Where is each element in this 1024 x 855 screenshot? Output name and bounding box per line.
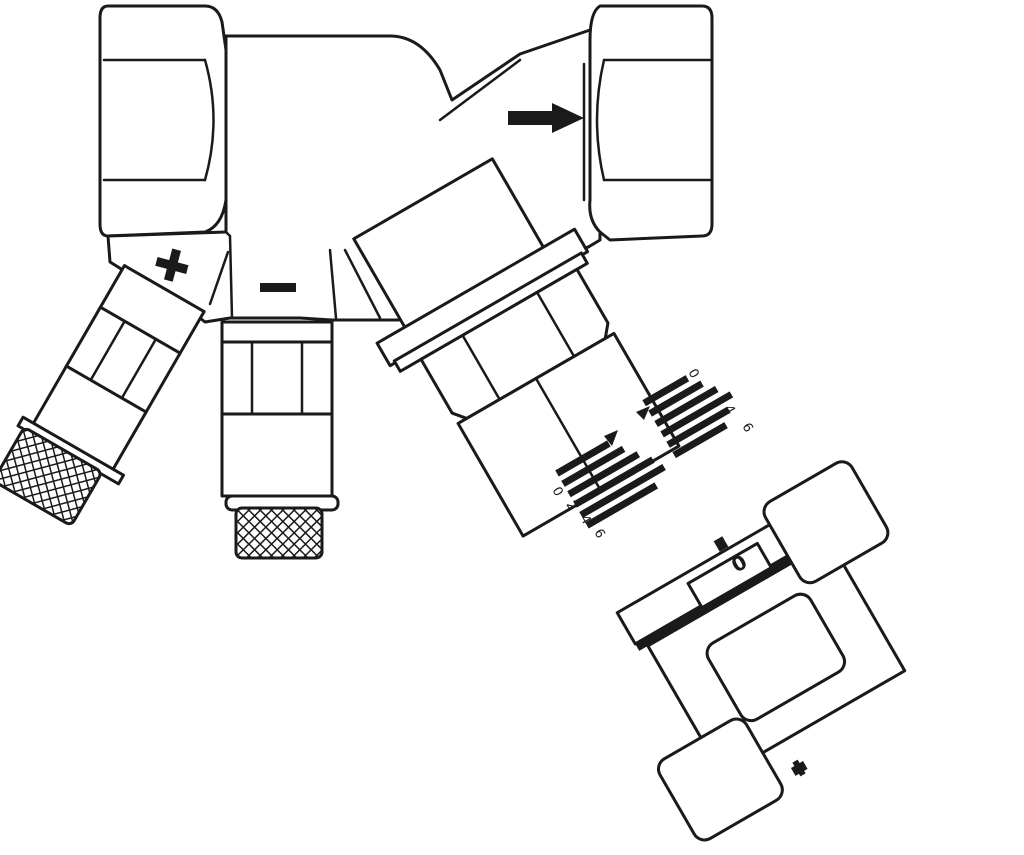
plus-symbol-icon bbox=[155, 248, 189, 282]
minus-symbol-icon bbox=[260, 283, 296, 292]
scale-right-ticks bbox=[642, 375, 734, 459]
bonnet-assembly bbox=[352, 157, 681, 538]
plus-test-port bbox=[0, 264, 206, 526]
scale-right-label-6: 6 bbox=[739, 421, 756, 436]
minus-test-port bbox=[220, 320, 340, 560]
scale-left-pointer-icon bbox=[604, 430, 618, 446]
scale-left-ticks bbox=[555, 440, 666, 529]
handwheel bbox=[615, 460, 907, 842]
dial-indicator-icon bbox=[713, 536, 729, 552]
scale-right-pointer-icon bbox=[636, 406, 650, 420]
scale-left-label-6: 6 bbox=[591, 527, 608, 542]
lock-symbol-icon bbox=[790, 759, 808, 777]
left-hex-nut bbox=[98, 4, 242, 238]
flow-direction-arrow-icon bbox=[508, 103, 584, 133]
right-hex-nut bbox=[582, 4, 714, 242]
